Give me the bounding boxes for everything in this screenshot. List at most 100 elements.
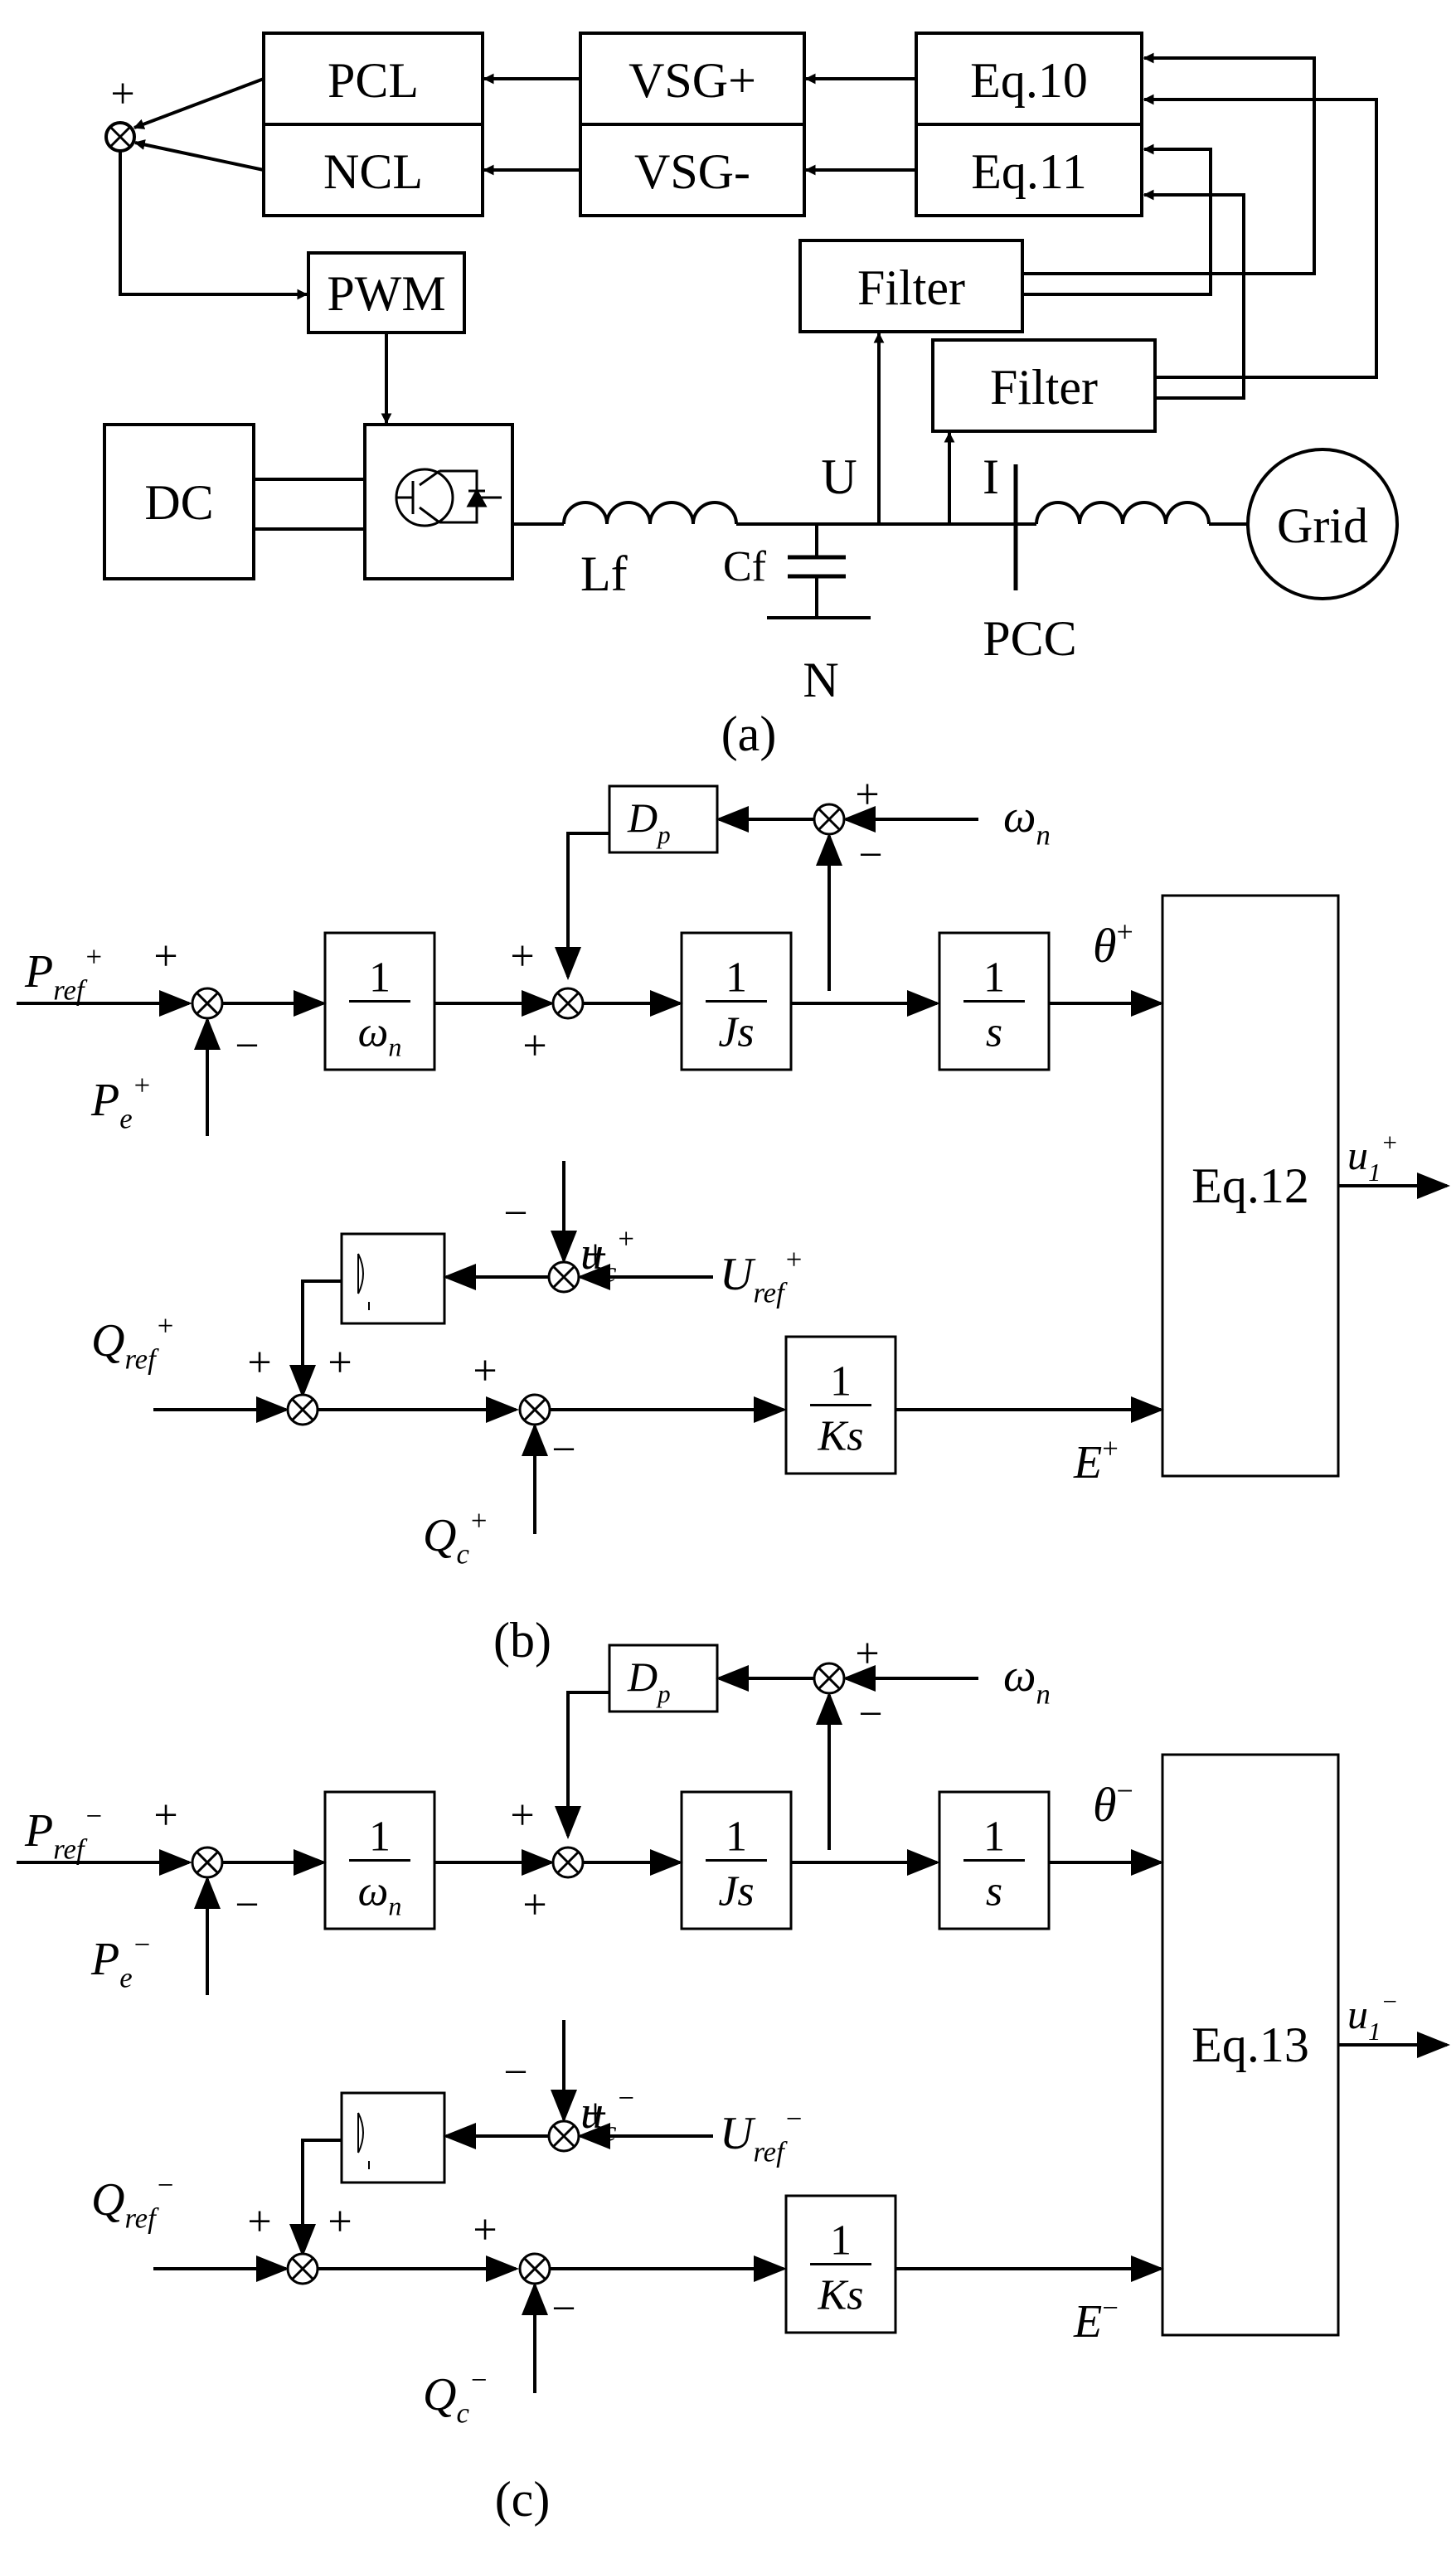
panel_c-sum-p-cross xyxy=(196,1851,219,1874)
panel_c-qref-label: Qref− xyxy=(91,2168,173,2234)
panel_b-dp-label: Dp xyxy=(627,794,671,849)
panel_c-inv-js-block xyxy=(680,1790,793,1930)
panel-a-text: PCL NCL VSG+ VSG- Eq.10 Eq.11 Filter Fil… xyxy=(110,53,1368,761)
panel_c-uref-label: Uref− xyxy=(720,2102,802,2168)
panel_c-inv-omega-block-numerator: 1 xyxy=(369,1814,391,1861)
panel-a-topology xyxy=(103,32,1399,619)
panel_b-sum-u-cross xyxy=(552,1265,575,1289)
panel_b-qref-label: Qref+ xyxy=(91,1309,173,1375)
panel_c-eq-label: Eq.13 xyxy=(1191,2017,1309,2072)
panel_b-omega-label: ωn xyxy=(1003,791,1051,852)
panel_c-inv-js-block-denominator: Js xyxy=(718,1868,754,1916)
filter-u-label: Filter xyxy=(857,260,965,315)
pcc-label: PCC xyxy=(983,611,1076,666)
panel_c-sign-sum2-plus-b: + xyxy=(522,1882,546,1929)
panel_c-sign-uc-minus: − xyxy=(503,2049,527,2096)
panel_b-inv-omega-block-numerator: 1 xyxy=(369,954,391,1002)
panel_b-inv-s-block-numerator: 1 xyxy=(983,954,1005,1002)
filter-i-label: Filter xyxy=(990,360,1098,415)
panel_b-uref-label: Uref+ xyxy=(720,1243,802,1309)
panel_c-dq-glyph xyxy=(357,2112,370,2169)
panel_c-sign-omega-minus: − xyxy=(858,1691,882,1738)
panel_c-theta-label: θ− xyxy=(1093,1775,1133,1832)
panel_c-caption: (c) xyxy=(495,2472,551,2527)
panel_b-inv-omega-block xyxy=(323,931,436,1071)
panel_c-inv-omega-block-denominator: ωn xyxy=(358,1868,402,1921)
panel_b-inv-s-block-denominator: s xyxy=(986,1009,1002,1056)
panel_b-dq-glyph xyxy=(357,1253,370,1310)
panel_c-dq-out xyxy=(289,2139,342,2257)
panel_b-dp-out xyxy=(555,832,609,980)
dc-label: DC xyxy=(144,475,213,530)
panel_b-sign-uc-minus: − xyxy=(503,1190,527,1237)
panel_b-e-label: E+ xyxy=(1073,1432,1119,1488)
panel_b-eq-label: Eq.12 xyxy=(1191,1158,1309,1213)
panel_b-sign-qref-plus: + xyxy=(247,1339,271,1386)
panel_b-out-label: u1+ xyxy=(1347,1128,1397,1187)
ncl-to-sum xyxy=(133,139,265,172)
panel_b-sum-q1-cross xyxy=(291,1398,314,1421)
panel_b-sign-dq-plus: + xyxy=(328,1339,352,1386)
panel_b-qc-label: Qc+ xyxy=(423,1504,487,1570)
lf-inductor xyxy=(562,501,738,525)
panel_b-dq-block xyxy=(340,1232,446,1325)
panel_c-dq-block xyxy=(340,2091,446,2184)
panel_c-sign-sum2-plus-a: + xyxy=(510,1792,534,1839)
filter-i-to-eq11 xyxy=(1143,189,1245,400)
filter-u-to-eq11 xyxy=(1022,143,1212,296)
filter-u-block xyxy=(798,239,1024,333)
inverter-block xyxy=(363,423,514,580)
panel_c-sign-dq-plus: + xyxy=(328,2198,352,2246)
panel_c-inv-ks-block xyxy=(784,2194,897,2334)
panel_c-sign-omega-plus: + xyxy=(855,1630,879,1678)
panel_c-sum-omega-cross xyxy=(818,1667,841,1690)
panel_b-inv-ks-block-numerator: 1 xyxy=(830,1358,852,1406)
panel_c-sign-q2-plus: + xyxy=(473,2207,497,2254)
panel_c-dp-label: Dp xyxy=(627,1653,671,1708)
panel_b-dq-out xyxy=(289,1279,342,1398)
u-label: U xyxy=(821,449,857,504)
panel_c-sum-q1-cross xyxy=(291,2257,314,2280)
dc-block xyxy=(103,423,255,580)
pcl-label: PCL xyxy=(328,53,419,108)
panel_c-sum-q2-cross xyxy=(523,2257,546,2280)
grid-inductor xyxy=(1035,501,1211,525)
panel_c-inv-ks-block-denominator: Ks xyxy=(818,2272,864,2319)
panel_c-sign-uref-plus: + xyxy=(583,2090,607,2138)
panel_c-e-label: E− xyxy=(1073,2291,1119,2348)
cf-label: Cf xyxy=(723,543,767,590)
n-label: N xyxy=(803,653,838,707)
filter-u-to-eq10 xyxy=(1022,52,1316,275)
panel_b-inv-ks-block xyxy=(784,1335,897,1475)
igbt-icon xyxy=(395,468,502,527)
filter-i-block xyxy=(931,338,1157,433)
panel_b-sign-omega-minus: − xyxy=(858,832,882,879)
sum-cross xyxy=(109,125,132,148)
panel_b-sign-sum2-plus-b: + xyxy=(522,1022,546,1070)
panel_b-inv-js-block xyxy=(680,931,793,1071)
i-label: I xyxy=(983,449,999,504)
panel_b-sign-q2-plus: + xyxy=(473,1347,497,1395)
panel_b-sign-sum2-plus-a: + xyxy=(510,933,534,980)
panel_c-dp-out xyxy=(555,1691,609,1839)
sum-to-pwm xyxy=(119,151,308,300)
panel_b-pref-label: Pref+ xyxy=(24,940,102,1006)
panel_c-out-label: u1− xyxy=(1347,1987,1397,2046)
sum-plus-sign: + xyxy=(110,70,134,118)
panel_c-sign-qc-minus: − xyxy=(551,2285,575,2333)
panel_b-inv-js-block-numerator: 1 xyxy=(726,954,747,1002)
pwm-label: PWM xyxy=(327,266,445,321)
panel_b-inv-omega-block-denominator: ωn xyxy=(358,1009,402,1062)
panel_c-sum-u-cross xyxy=(552,2124,575,2148)
lf-label: Lf xyxy=(580,546,628,601)
panel_b-caption: (b) xyxy=(493,1613,551,1668)
panel_c-qc-label: Qc− xyxy=(423,2363,487,2429)
panel_c-sign-qref-plus: + xyxy=(247,2198,271,2246)
panel_b-sum-q2-cross xyxy=(523,1398,546,1421)
grid-label: Grid xyxy=(1277,498,1368,553)
panel_b-sum-p-cross xyxy=(196,992,219,1015)
panel_c-inv-ks-block-numerator: 1 xyxy=(830,2217,852,2265)
panel_c-omega-label: ωn xyxy=(1003,1650,1051,1711)
